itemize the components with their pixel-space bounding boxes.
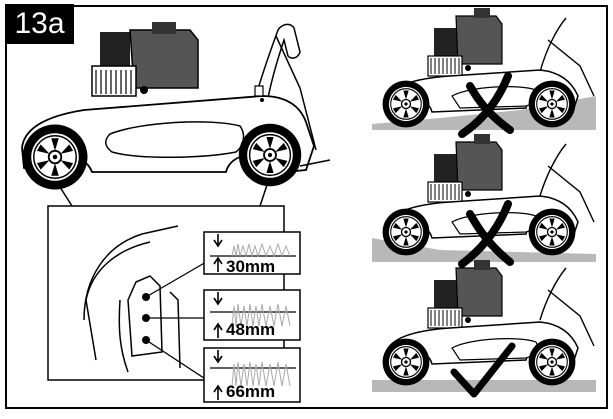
callout-lines [57,181,269,207]
height-box-30 [203,231,301,275]
figure-label: 13a [5,4,74,44]
example-row-2 [372,133,596,268]
check-mark-icon [450,342,516,398]
height-box-66 [203,347,301,403]
cross-mark-icon [458,72,514,138]
mower-main [21,22,331,191]
height-box-48 [203,289,301,341]
cross-mark-icon [458,200,514,268]
height-label-66: 66mm [226,382,276,401]
height-label-30: 30mm [226,257,276,276]
example-row-3 [372,259,596,398]
height-label-48: 48mm [226,320,276,339]
example-row-1 [372,7,596,138]
